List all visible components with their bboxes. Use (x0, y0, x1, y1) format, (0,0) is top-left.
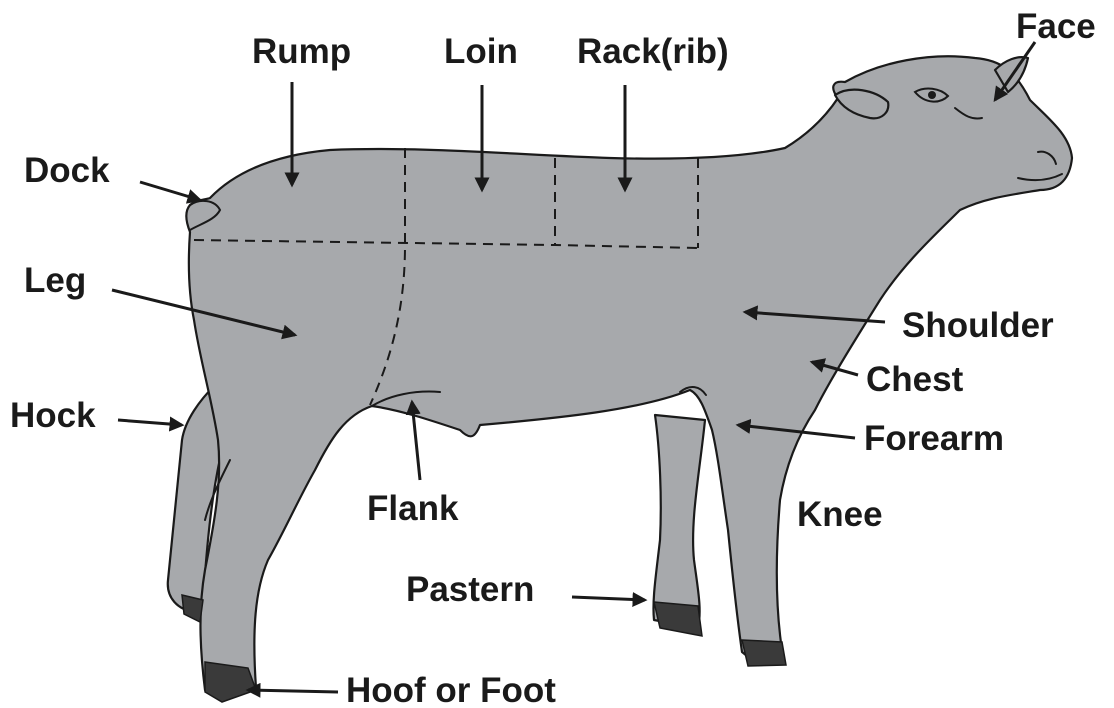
label-rack: Rack(rib) (577, 32, 729, 71)
label-loin: Loin (444, 32, 518, 71)
label-face: Face (1016, 7, 1096, 46)
label-hoof: Hoof or Foot (346, 671, 556, 708)
hoof-far-hind (182, 595, 203, 622)
label-rump: Rump (252, 32, 351, 71)
far-front-leg (653, 415, 705, 628)
label-pastern: Pastern (406, 570, 534, 609)
label-leg: Leg (24, 261, 86, 300)
arrow-hock (118, 420, 182, 425)
label-forearm: Forearm (864, 419, 1004, 458)
label-dock: Dock (24, 151, 110, 190)
label-hock: Hock (10, 396, 96, 435)
arrow-hoof (248, 690, 338, 692)
hoof-near-front (742, 640, 786, 666)
pupil (928, 91, 936, 99)
hoof-far-front (654, 602, 702, 636)
arrow-pastern (572, 597, 645, 600)
label-shoulder: Shoulder (902, 306, 1054, 345)
label-knee: Knee (797, 495, 883, 534)
hoof-near-hind (205, 662, 256, 702)
arrow-dock (140, 182, 200, 200)
label-flank: Flank (367, 489, 459, 528)
label-chest: Chest (866, 360, 964, 399)
